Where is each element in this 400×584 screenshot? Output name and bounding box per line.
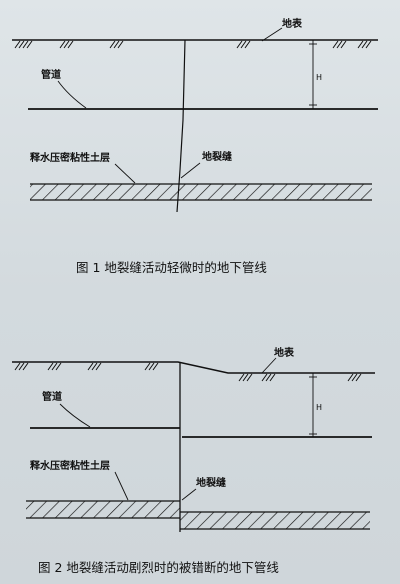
fig2-fissure-leader bbox=[181, 488, 197, 501]
fig1-fissure-leader bbox=[180, 162, 201, 179]
figure-1: 地表 H 管道 地裂缝 释水压密粘性土层 图 1 地裂缝活动轻微时的地下管线 bbox=[12, 17, 378, 275]
fig1-soil-layer-hatch bbox=[30, 184, 372, 200]
fig2-depth-label: H bbox=[316, 403, 322, 412]
figure-2: 地表 H 管道 地裂缝 释水压密粘性土层 图 2 地裂缝活动剧烈时的被错断的地下… bbox=[12, 346, 375, 575]
fig2-surface-leader bbox=[261, 357, 277, 374]
fig2-caption: 图 2 地裂缝活动剧烈时的被错断的地下管线 bbox=[38, 560, 279, 575]
fig1-pipe-label: 管道 bbox=[41, 68, 61, 81]
fig1-grass-marks bbox=[14, 40, 372, 49]
fig1-soil-layer-label: 释水压密粘性土层 bbox=[30, 151, 110, 164]
fig2-depth-marker bbox=[309, 373, 317, 437]
fig2-soil-layer-label: 释水压密粘性土层 bbox=[30, 459, 110, 472]
fig1-fissure-label: 地裂缝 bbox=[202, 150, 232, 163]
fig2-soil-layer-left-hatch bbox=[26, 501, 180, 518]
fig2-soil-layer-leader bbox=[114, 471, 129, 501]
fig1-surface-leader bbox=[261, 27, 283, 42]
fig1-depth-marker bbox=[309, 40, 317, 109]
fig1-surface-label: 地表 bbox=[282, 17, 303, 30]
fig1-caption: 图 1 地裂缝活动轻微时的地下管线 bbox=[76, 260, 267, 275]
fig1-pipe-leader bbox=[57, 80, 87, 109]
fig2-pipe-label: 管道 bbox=[42, 390, 62, 403]
fig2-pipe-leader bbox=[59, 403, 91, 428]
fig2-soil-layer-right-hatch bbox=[180, 512, 370, 529]
fig2-surface-label: 地表 bbox=[274, 346, 295, 359]
fig2-ground-surface-line bbox=[12, 361, 375, 374]
fig2-grass-marks bbox=[14, 362, 362, 382]
fig1-soil-layer-leader bbox=[114, 163, 136, 184]
fig1-depth-label: H bbox=[316, 73, 322, 82]
fig2-fissure-label: 地裂缝 bbox=[196, 476, 226, 489]
